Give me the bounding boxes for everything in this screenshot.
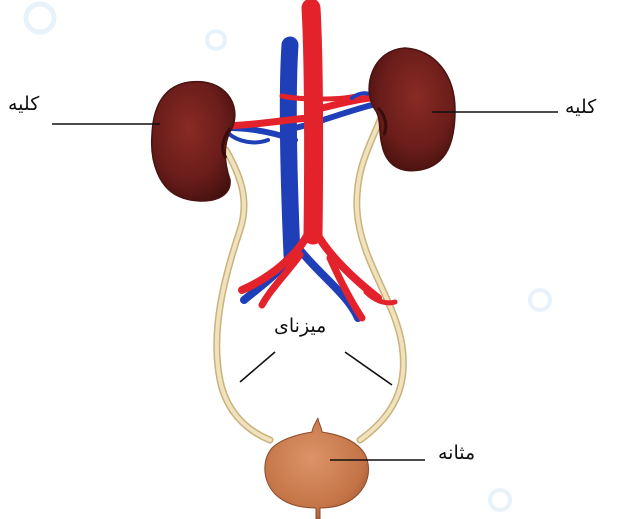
label-ureters: میزنای <box>274 317 326 336</box>
kidney-left <box>152 82 235 201</box>
label-kidney-right: کلیه <box>565 98 596 117</box>
bladder <box>265 418 369 519</box>
kidney-right <box>369 48 455 171</box>
label-bladder: مثانه <box>438 444 475 463</box>
leader-line-ureter-right <box>345 352 392 385</box>
leader-line-ureter-left <box>240 352 275 382</box>
label-kidney-left: کلیه <box>8 95 39 114</box>
aorta <box>226 8 395 318</box>
